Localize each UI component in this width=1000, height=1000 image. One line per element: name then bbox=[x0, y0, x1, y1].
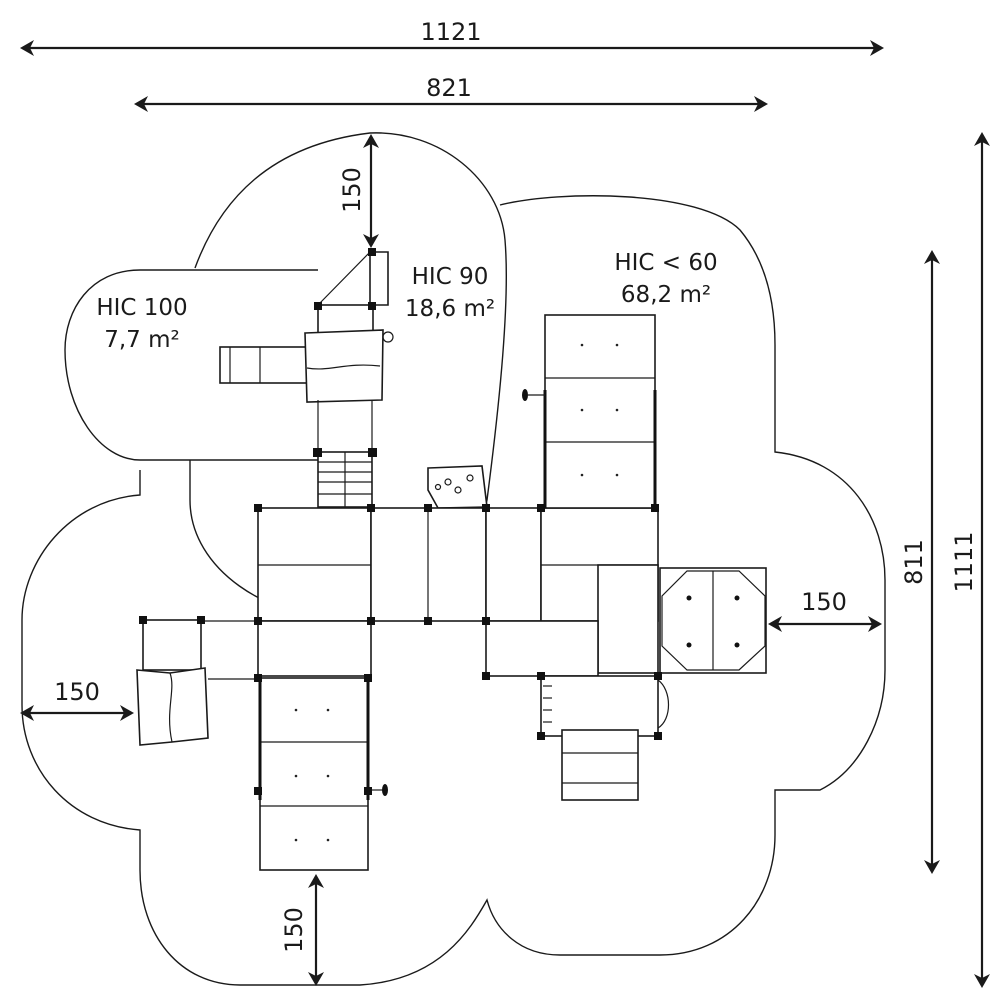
lower-right-platform bbox=[540, 675, 670, 801]
dim-clearance-left bbox=[20, 705, 134, 721]
octagon-platform bbox=[659, 567, 767, 674]
climbing-holds-panel bbox=[427, 465, 488, 509]
label-clearance-right: 150 bbox=[801, 588, 847, 616]
zone-hic100-label: HIC 100 bbox=[96, 295, 187, 321]
ramp-top-right bbox=[522, 314, 657, 509]
ladder bbox=[317, 451, 373, 508]
posts bbox=[139, 504, 662, 795]
label-overall-height: 1111 bbox=[950, 531, 978, 592]
left-panel bbox=[136, 619, 258, 746]
dim-overall-height bbox=[974, 132, 990, 988]
dim-clearance-bottom bbox=[308, 874, 324, 986]
label-clearance-top: 150 bbox=[338, 167, 366, 213]
upper-platform bbox=[369, 251, 389, 306]
dim-clearance-top bbox=[363, 134, 379, 248]
dim-clearance-right bbox=[768, 616, 882, 632]
main-deck bbox=[257, 507, 659, 677]
label-structure-width: 821 bbox=[426, 74, 472, 102]
zone-hic90-label: HIC 90 bbox=[412, 264, 489, 290]
slide-hic100 bbox=[219, 346, 311, 384]
zone-hic60-area: 68,2 m² bbox=[621, 282, 711, 308]
label-clearance-bottom: 150 bbox=[280, 907, 308, 953]
label-overall-width: 1121 bbox=[420, 18, 481, 46]
ramp-bottom bbox=[258, 677, 388, 871]
dim-overall-width bbox=[20, 40, 884, 56]
tower-deck bbox=[317, 304, 374, 334]
zone-hic100-area: 7,7 m² bbox=[104, 327, 180, 353]
dim-structure-height bbox=[924, 250, 940, 874]
zone-hic60-label: HIC < 60 bbox=[614, 250, 717, 276]
dim-structure-width bbox=[134, 96, 768, 112]
hic100-zone-outline bbox=[64, 269, 318, 461]
zone-hic90-area: 18,6 m² bbox=[405, 296, 495, 322]
label-structure-height: 811 bbox=[900, 539, 928, 585]
label-clearance-left: 150 bbox=[54, 678, 100, 706]
safety-zone-outline bbox=[21, 195, 886, 986]
